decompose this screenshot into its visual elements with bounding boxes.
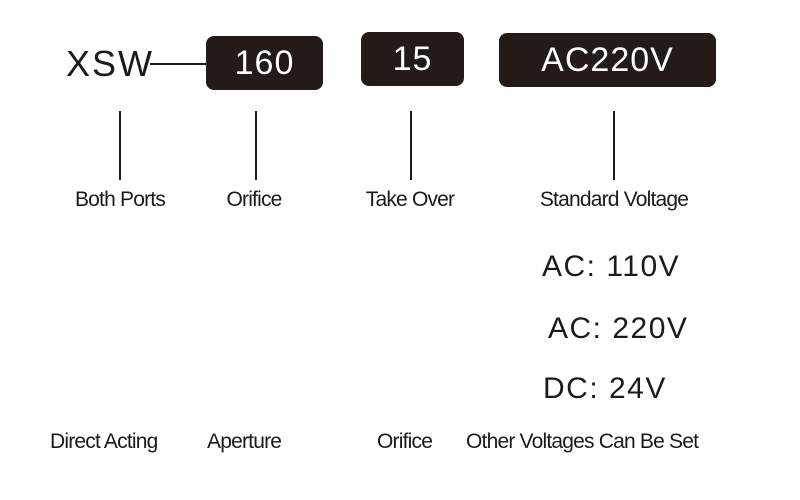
prefix-connector-line: [150, 63, 206, 65]
label-standard-voltage: Standard Voltage: [539, 188, 689, 211]
voltage-option-dc-24v: DC: 24V: [543, 372, 667, 405]
voltage-option-ac-110v: AC: 110V: [542, 250, 681, 283]
footer-label-other-voltages: Other Voltages Can Be Set: [466, 430, 699, 453]
label-both-ports: Both Ports: [74, 188, 166, 211]
footer-label-aperture: Aperture: [207, 430, 282, 453]
pointer-line-take-over: [410, 111, 412, 180]
code-segment-orifice-size: 160: [206, 36, 323, 90]
code-segment-take-over: 15: [361, 32, 464, 86]
label-take-over: Take Over: [365, 188, 455, 211]
voltage-option-ac-220v: AC: 220V: [548, 312, 689, 345]
pointer-line-orifice: [255, 111, 257, 180]
footer-label-direct-acting: Direct Acting: [50, 430, 158, 453]
pointer-line-standard-voltage: [613, 111, 615, 180]
pointer-line-both-ports: [119, 111, 121, 180]
code-segment-voltage: AC220V: [499, 33, 716, 87]
footer-label-orifice: Orifice: [377, 430, 433, 453]
model-prefix: XSW: [66, 43, 155, 84]
label-orifice: Orifice: [226, 188, 282, 211]
